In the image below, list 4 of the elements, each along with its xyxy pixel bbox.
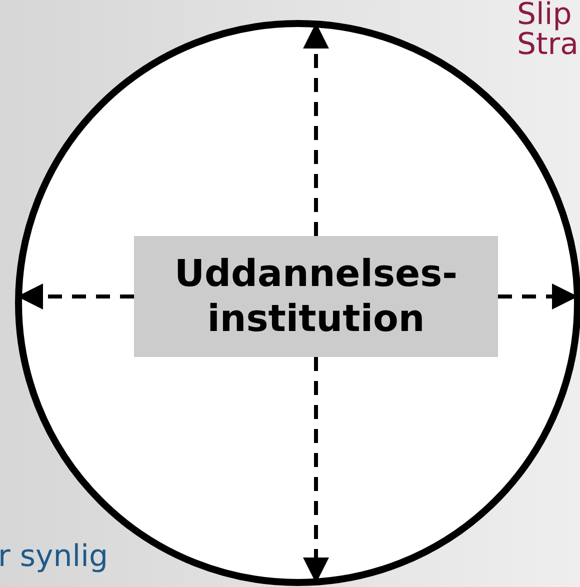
- note-text: Stra: [517, 30, 579, 60]
- note-text: r synlig: [0, 542, 108, 572]
- center-box: Uddannelses- institution: [134, 236, 498, 357]
- note-text: Slip: [517, 0, 572, 30]
